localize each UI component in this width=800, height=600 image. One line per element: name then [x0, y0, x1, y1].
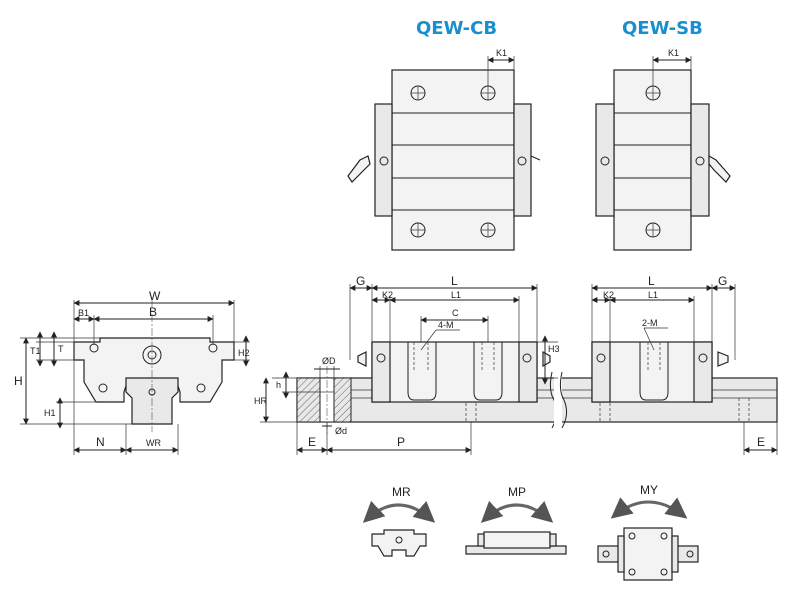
dim-t: T	[58, 344, 64, 354]
dim-k2-right: K2	[603, 290, 614, 300]
moment-mp-label: MP	[508, 485, 526, 499]
dim-l1-right: L1	[648, 290, 658, 300]
dim-h3: H3	[548, 344, 560, 354]
side-view: G L K2 L1 C 4-M H3 L G K2 L1 2	[254, 274, 778, 455]
top-view-qew-cb: K1	[347, 48, 541, 251]
dim-h-front: H	[14, 374, 23, 388]
moment-mp: MP	[465, 485, 567, 555]
dim-od-small: Ød	[335, 426, 347, 436]
dim-k2-left: K2	[382, 290, 393, 300]
dim-2m: 2-M	[642, 318, 658, 328]
moment-my-label: MY	[640, 483, 658, 497]
dim-h1: H1	[44, 408, 56, 418]
top-view-qew-sb: K1	[595, 48, 731, 251]
front-view: W B1 B T1 T H H1 H2 N WR	[14, 289, 250, 455]
dim-k1-sb: K1	[668, 48, 679, 58]
dim-e-right: E	[757, 435, 765, 449]
dim-4m: 4-M	[438, 320, 454, 330]
dim-h2: H2	[238, 348, 250, 358]
moment-mr-label: MR	[392, 485, 411, 499]
moment-mr: MR	[362, 485, 436, 557]
dim-h-small: h	[276, 380, 281, 390]
dim-l1-left: L1	[451, 290, 461, 300]
dim-n: N	[96, 435, 105, 449]
moment-my: MY	[597, 483, 699, 581]
title-qew-sb: QEW-SB	[622, 18, 703, 39]
title-qew-cb: QEW-CB	[416, 18, 497, 39]
dim-l-right: L	[648, 274, 655, 288]
dim-b: B	[149, 305, 157, 319]
dim-hr: HR	[254, 396, 267, 406]
dim-b1: B1	[78, 308, 89, 318]
dim-w: W	[149, 289, 161, 303]
dim-e-left: E	[308, 435, 316, 449]
dim-c: C	[452, 308, 459, 318]
dim-wr: WR	[146, 438, 161, 448]
dim-t1: T1	[30, 346, 41, 356]
dim-od: ØD	[322, 356, 336, 366]
dim-g-right: G	[718, 274, 727, 288]
dim-g-left: G	[356, 274, 365, 288]
dim-p: P	[397, 435, 405, 449]
dim-k1-cb: K1	[496, 48, 507, 58]
dim-l-left: L	[451, 274, 458, 288]
